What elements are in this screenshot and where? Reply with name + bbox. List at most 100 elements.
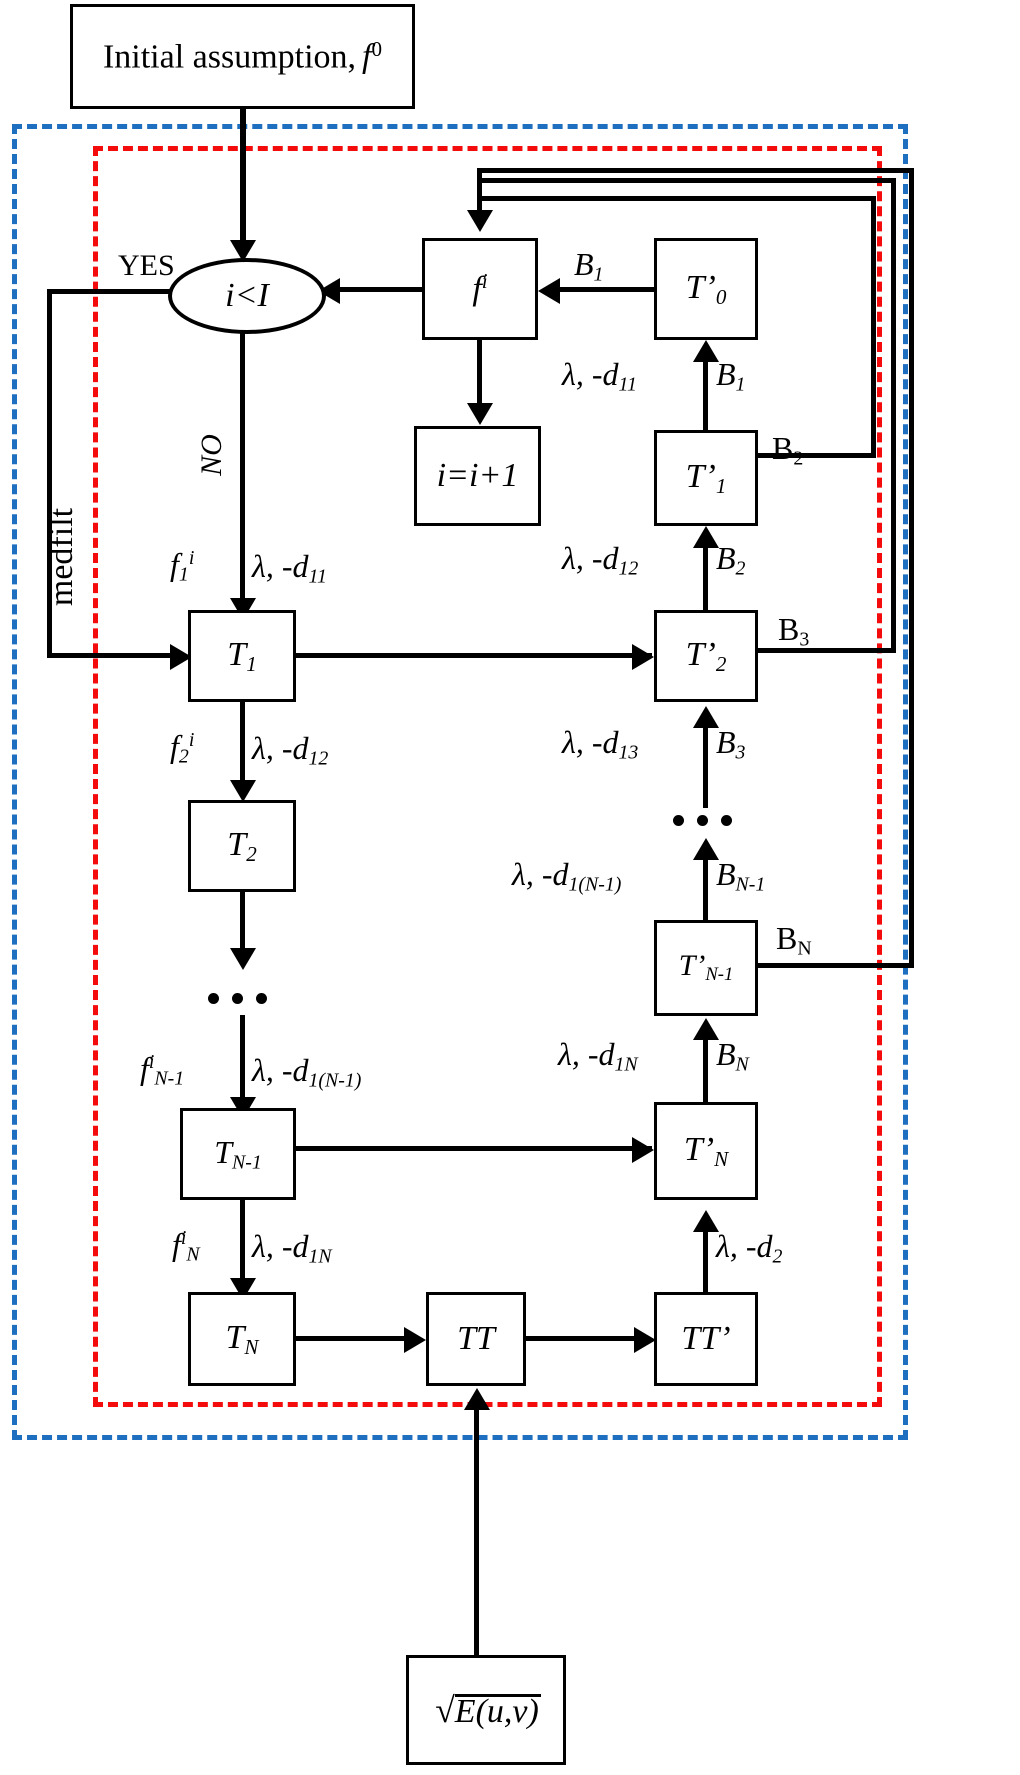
right-column-ellipsis (673, 815, 732, 826)
label-lambda-d1N1-right: λ, -d1(N-1) (512, 858, 621, 895)
edge-no-vertical (240, 325, 245, 608)
arrowhead-Tprime0-to-fi (538, 278, 560, 304)
T1-sub: 1 (246, 651, 257, 676)
Tprime2-sub: 2 (715, 651, 727, 676)
TTprime-box: TT’ (654, 1292, 758, 1386)
Tprime1-box: T’1 (654, 430, 758, 526)
label-B2-feedback: B2 (772, 432, 803, 469)
TprimeN-symbol: T (683, 1130, 703, 1168)
f-i-text: fi (472, 269, 487, 309)
initial-assumption-text: Initial assumption,f0 (103, 37, 382, 77)
arrowhead-TT-to-TTprime (634, 1327, 656, 1353)
label-right-B2-symbol: B (716, 540, 736, 576)
label-right-BN-symbol: B (716, 1036, 736, 1072)
edge-energy-to-TT (474, 1410, 479, 1656)
energy-expression: √E(u,v) (433, 1689, 541, 1731)
TN-text: TN (226, 1319, 259, 1360)
label-BN-right: BN (716, 1038, 749, 1075)
label-right-d1N1-text: λ, -d (512, 856, 569, 892)
TN-1-box: TN-1 (180, 1108, 296, 1200)
label-right-d2-text: λ, -d (716, 1228, 773, 1264)
initial-f-symbol: f (362, 38, 372, 76)
edge-dots-to-Tprime2 (703, 728, 708, 808)
edge-Tprime0-to-fi (560, 287, 656, 292)
feedback-bus-tail-2 (758, 648, 896, 653)
label-right-d1N-sub: 1N (614, 1053, 638, 1076)
label-right-d11-sub: 11 (618, 373, 637, 396)
T1-text: T1 (227, 636, 256, 677)
Tprime1-symbol: T (685, 457, 705, 495)
arrowhead-Tprime2-to-Tprime1 (693, 526, 719, 548)
arrowhead-fi-to-counter (467, 403, 493, 425)
label-d11-text: λ, -d (252, 548, 309, 584)
left-column-ellipsis (208, 993, 267, 1004)
TN-1-sub: N-1 (232, 1151, 262, 1174)
f-i-sup: i (481, 269, 488, 294)
Tprime0-sub: 0 (715, 284, 727, 309)
label-B3-feed-sub: 3 (799, 628, 810, 651)
label-B2-right: B2 (716, 542, 745, 579)
feedback-bus-line-2 (477, 178, 896, 183)
label-f2-sup: i (188, 729, 195, 752)
arrowhead-T1-to-Tprime2 (632, 644, 654, 670)
feedback-bus-riser-2 (891, 178, 896, 653)
TT-text: TT (457, 1320, 495, 1357)
edge-TTprime-to-TprimeN (703, 1232, 708, 1294)
label-right-B3-symbol: B (716, 724, 736, 760)
T2-symbol: T (227, 825, 247, 863)
label-BN-1-right: BN-1 (716, 858, 765, 895)
label-f2-sub: 2 (178, 745, 189, 768)
TTprime-text: TT’ (681, 1320, 730, 1358)
label-right-B1-sub: 1 (735, 373, 746, 396)
label-B3-right: B3 (716, 726, 745, 763)
energy-args: (u,v) (475, 1693, 539, 1730)
label-lambda-d12-right: λ, -d12 (562, 542, 638, 579)
arrowhead-energy-to-TT (464, 1388, 490, 1410)
T2-box: T2 (188, 800, 296, 892)
radical-vinculum (455, 1694, 541, 1697)
Tprime0-symbol: T (685, 268, 705, 306)
decision-label: i<I (225, 277, 269, 314)
Tprime0-text: T’0 (686, 269, 727, 310)
label-f1-i: f1i (170, 548, 194, 585)
edge-Tprime1-to-Tprime0 (703, 362, 708, 432)
label-f2-i: f2i (170, 730, 194, 767)
Tprime1-text: T’1 (686, 458, 727, 499)
decision-node-i-lt-I: i<I (168, 258, 326, 334)
label-f1-symbol: f (170, 546, 179, 582)
label-fN1-sub: N-1 (154, 1067, 185, 1090)
label-lambda-d13-right: λ, -d13 (562, 726, 638, 763)
arrowhead-feedback-into-fi (467, 210, 493, 232)
label-d11-sub: 11 (308, 565, 327, 588)
TprimeN-1-text: T’N-1 (679, 949, 734, 986)
label-lambda-d12-left: λ, -d12 (252, 732, 328, 769)
arrowhead-TprimeN-to-TprimeN-1 (693, 1018, 719, 1040)
label-lambda-d1N1-left: λ, -d1(N-1) (252, 1054, 361, 1091)
label-right-B2-sub: 2 (735, 557, 746, 580)
label-B1-top: B1 (574, 248, 603, 285)
Tprime1-prime-mark: ’ (704, 457, 716, 495)
arrowhead-TN1-to-TprimeN (632, 1137, 654, 1163)
label-right-B3-sub: 3 (735, 741, 746, 764)
label-right-d12-text: λ, -d (562, 540, 619, 576)
Tprime2-box: T’2 (654, 610, 758, 702)
edge-TN1-to-TprimeN (296, 1146, 652, 1151)
initial-label: Initial assumption, (102, 38, 357, 76)
edge-T1-to-Tprime2 (296, 653, 652, 658)
initial-assumption-box: Initial assumption,f0 (70, 4, 415, 109)
label-f2-symbol: f (170, 728, 179, 764)
radical-glyph: √ (435, 1690, 455, 1730)
Tprime2-text: T’2 (686, 636, 727, 677)
yes-label: YES (118, 249, 175, 282)
label-right-d1N1-sub: 1(N-1) (568, 873, 622, 896)
label-right-BN-sub: N (735, 1053, 749, 1076)
label-right-d13-text: λ, -d (562, 724, 619, 760)
edge-TT-to-TTprime (526, 1336, 638, 1341)
T1-box: T1 (188, 610, 296, 702)
label-B1-top-sub: 1 (593, 263, 604, 286)
outer-dashed-region-medfilt (12, 124, 908, 1440)
label-fN-i: fiN (172, 1228, 200, 1265)
label-B2-feed-sub: 2 (793, 447, 804, 470)
edge-yes-into-T1 (47, 653, 177, 658)
label-right-B1-symbol: B (716, 356, 736, 392)
